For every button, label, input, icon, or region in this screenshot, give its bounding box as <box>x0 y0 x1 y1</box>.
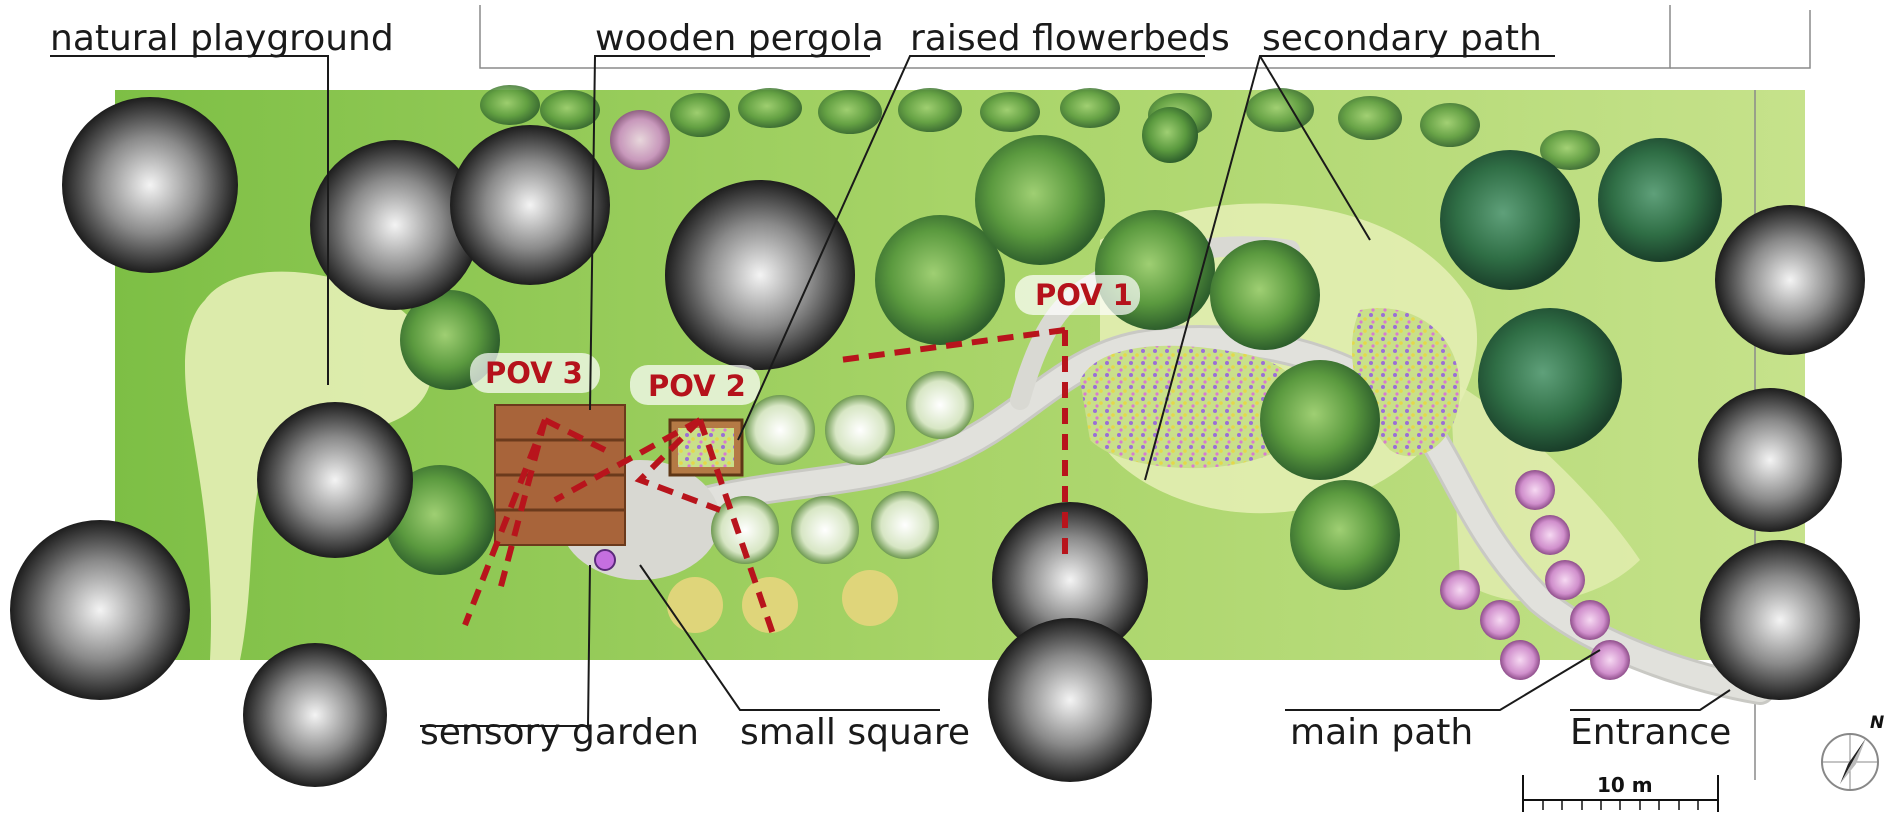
label-natural-playground: natural playground <box>50 18 394 59</box>
label-sensory-garden: sensory garden <box>420 712 699 753</box>
scale-bar-label: 10 m <box>1597 773 1653 797</box>
sight-lines <box>462 327 1068 641</box>
flower-meadow <box>1080 345 1309 469</box>
pov-1-marker: POV 1 <box>1015 275 1140 315</box>
north-arrow-needle-tail <box>1840 738 1866 784</box>
label-entrance: Entrance <box>1570 712 1731 753</box>
pov-1-label: POV 1 <box>1035 278 1133 312</box>
leader-lines <box>50 55 1731 727</box>
pale-shrubs <box>667 371 974 633</box>
pink-shrubs <box>1440 470 1630 680</box>
label-secondary-path: secondary path <box>1262 18 1542 59</box>
dark-trees <box>1440 138 1722 452</box>
pov-2-label: POV 2 <box>648 369 746 403</box>
site-boundary-line <box>479 5 1671 69</box>
pov-2-marker: POV 2 <box>630 365 760 405</box>
label-raised-flowerbeds: raised flowerbeds <box>910 18 1230 59</box>
north-arrow-label: N <box>1870 713 1884 733</box>
label-small-square: small square <box>740 712 970 753</box>
site-boundary-line-right <box>1670 10 1811 69</box>
scale-bar: 10 m <box>1522 773 1719 812</box>
label-wooden-pergola: wooden pergola <box>595 18 884 59</box>
pov-3-marker: POV 3 <box>470 353 600 393</box>
pov-3-label: POV 3 <box>485 356 583 390</box>
sensory-garden-marker <box>594 549 616 571</box>
north-arrow: N <box>1821 713 1884 791</box>
existing-trees <box>10 97 1865 787</box>
meadow-west <box>185 271 432 660</box>
green-trees <box>385 107 1400 590</box>
label-main-path: main path <box>1290 712 1473 753</box>
